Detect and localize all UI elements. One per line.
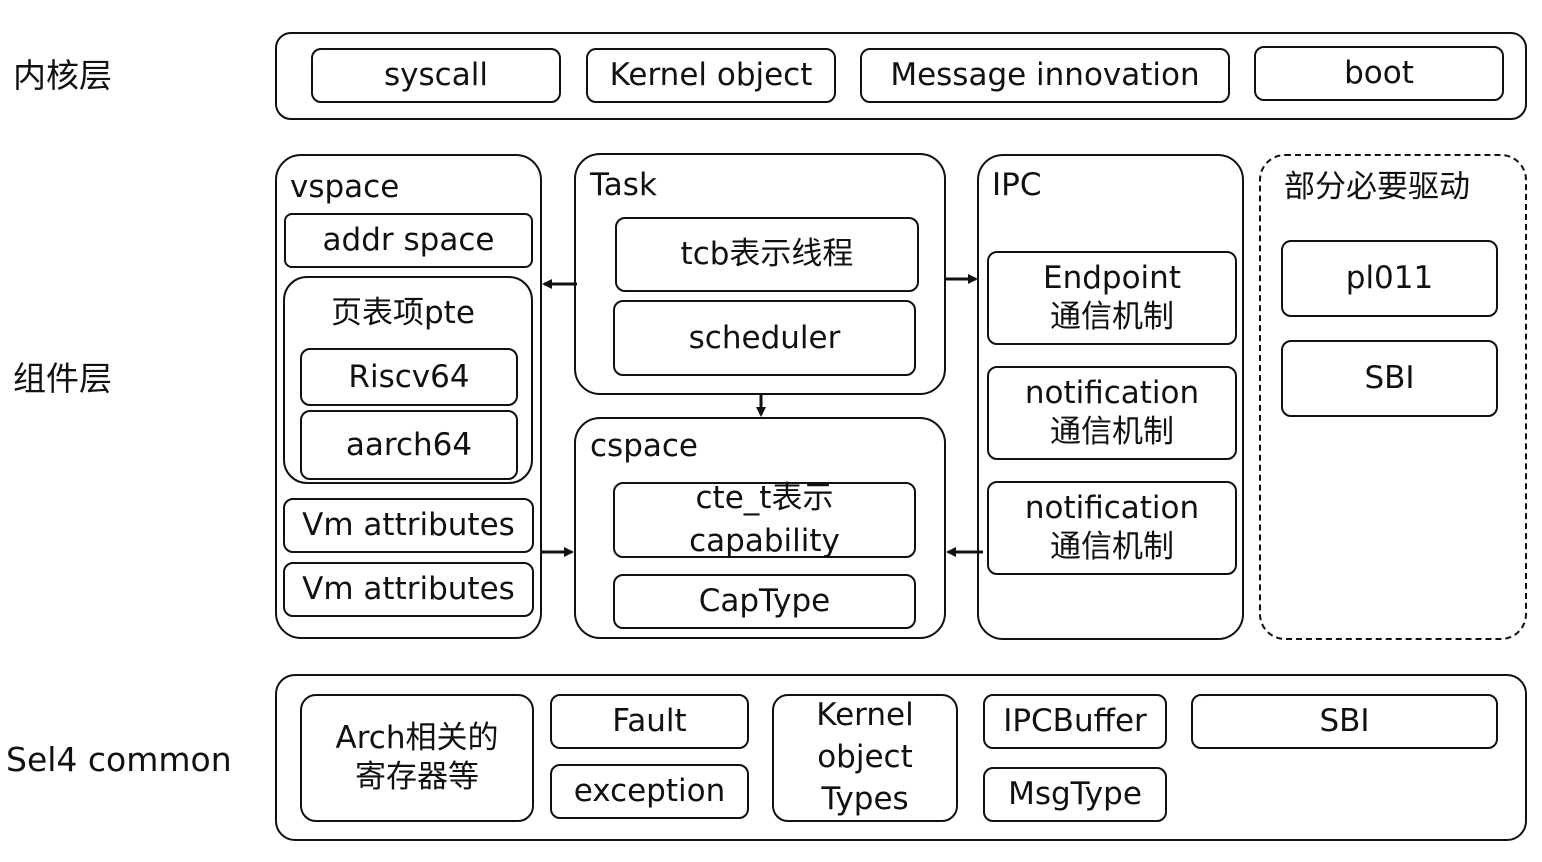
boot-box: boot xyxy=(1254,46,1504,101)
addr-space-box: addr space xyxy=(284,213,533,268)
cspace-title: cspace xyxy=(590,428,698,464)
exception-box: exception xyxy=(550,764,749,819)
vm-attributes-box-2: Vm attributes xyxy=(283,562,534,617)
ipc-title: IPC xyxy=(992,167,1042,203)
cte-capability-box: cte_t表示 capability xyxy=(613,480,916,559)
layer-label-common: Sel4 common xyxy=(6,740,232,779)
vspace-group xyxy=(275,154,542,639)
arch-registers-box: Arch相关的 寄存器等 xyxy=(300,694,534,822)
tcb-box: tcb表示线程 xyxy=(615,217,919,292)
common-sbi-box: SBI xyxy=(1191,694,1498,749)
aarch64-box: aarch64 xyxy=(300,410,518,480)
notification-box-2: notification 通信机制 xyxy=(987,481,1237,575)
task-title: Task xyxy=(590,167,657,203)
endpoint-box: Endpoint 通信机制 xyxy=(987,251,1237,345)
kernel-object-types-box: Kernel object Types xyxy=(772,694,958,822)
layer-label-kernel: 内核层 xyxy=(13,56,112,95)
ipcbuffer-box: IPCBuffer xyxy=(983,694,1167,749)
riscv64-box: Riscv64 xyxy=(300,348,518,406)
captype-box: CapType xyxy=(613,574,916,629)
layer-label-component: 组件层 xyxy=(13,359,112,398)
pl011-box: pl011 xyxy=(1281,240,1498,317)
fault-box: Fault xyxy=(550,694,749,749)
drivers-group xyxy=(1259,154,1527,640)
syscall-box: syscall xyxy=(311,48,561,103)
message-innovation-box: Message innovation xyxy=(860,48,1230,103)
vspace-title: vspace xyxy=(290,169,400,205)
task-group xyxy=(574,153,946,395)
ipc-group xyxy=(977,154,1244,640)
driver-sbi-box: SBI xyxy=(1281,340,1498,417)
kernel-object-box: Kernel object xyxy=(586,48,836,103)
notification-box-1: notification 通信机制 xyxy=(987,366,1237,460)
drivers-title: 部分必要驱动 xyxy=(1284,169,1470,205)
cspace-group xyxy=(574,417,946,639)
scheduler-box: scheduler xyxy=(613,300,916,376)
kernel-layer-container xyxy=(275,32,1527,120)
pte-group xyxy=(283,276,533,484)
vm-attributes-box-1: Vm attributes xyxy=(283,498,534,553)
pte-title: 页表项pte xyxy=(331,295,475,331)
common-layer-container xyxy=(275,674,1527,841)
msgtype-box: MsgType xyxy=(983,767,1167,822)
